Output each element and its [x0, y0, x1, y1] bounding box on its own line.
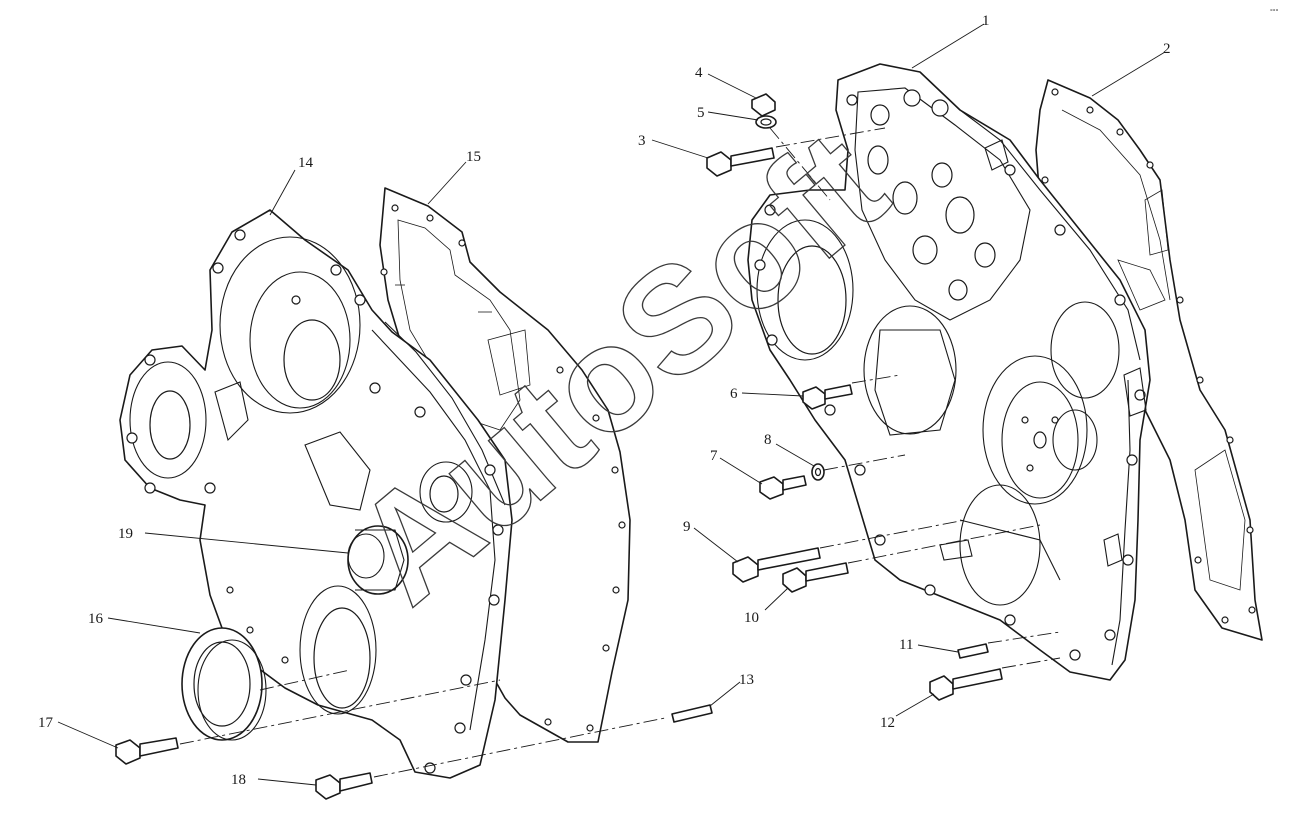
washer-8 — [811, 463, 825, 481]
plug-19 — [347, 525, 409, 595]
callout-14: 14 — [298, 155, 314, 171]
callout-10: 10 — [744, 610, 759, 626]
callout-6: 6 — [730, 386, 738, 402]
bolt-18 — [315, 772, 373, 800]
bolt-3 — [706, 147, 775, 177]
housing-1 — [747, 63, 1151, 681]
callout-9: 9 — [683, 519, 691, 535]
callout-13: 13 — [739, 672, 754, 688]
callout-2: 2 — [1163, 41, 1171, 57]
dowel-11 — [957, 643, 989, 659]
callout-8: 8 — [764, 432, 772, 448]
dowel-13 — [671, 704, 713, 723]
callout-5: 5 — [697, 105, 705, 121]
washer-5 — [755, 115, 777, 129]
bolt-9 — [732, 547, 821, 583]
callout-17: 17 — [38, 715, 54, 731]
corner-mark: °°° — [1270, 8, 1279, 16]
plug-4 — [751, 93, 776, 117]
callout-11: 11 — [899, 637, 913, 653]
bolt-12 — [929, 668, 1003, 701]
callout-7: 7 — [710, 448, 718, 464]
callout-18: 18 — [231, 772, 246, 788]
callout-15: 15 — [466, 149, 481, 165]
gasket-2 — [1035, 79, 1263, 641]
seal-16 — [181, 627, 267, 741]
callout-4: 4 — [695, 65, 703, 81]
bolt-7 — [759, 475, 807, 500]
bolt-6 — [802, 384, 853, 410]
front-cover-14 — [119, 209, 513, 779]
callout-3: 3 — [638, 133, 646, 149]
bolt-10 — [782, 562, 849, 593]
callout-1: 1 — [982, 13, 990, 29]
callout-16: 16 — [88, 611, 104, 627]
callout-19: 19 — [118, 526, 133, 542]
bolt-17 — [115, 737, 179, 765]
callout-12: 12 — [880, 715, 895, 731]
